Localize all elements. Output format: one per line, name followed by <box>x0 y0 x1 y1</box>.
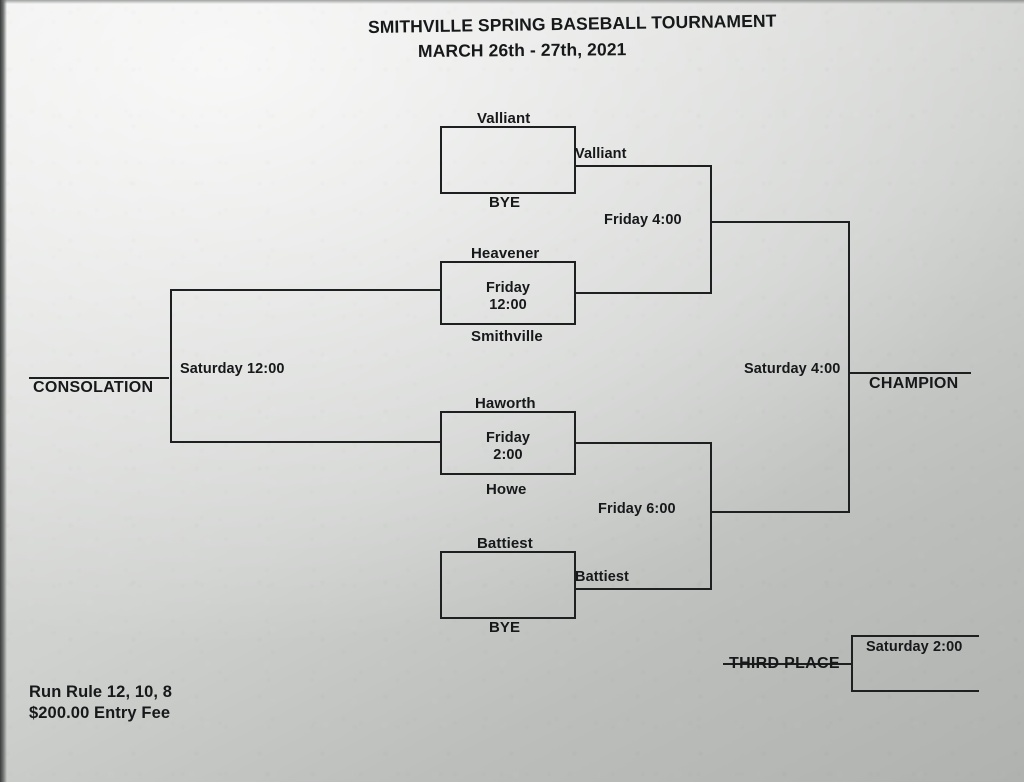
consolation-line <box>29 377 169 379</box>
semifinal-upper-bottom-feed <box>576 292 712 294</box>
semifinal-upper-connector <box>710 165 712 294</box>
semifinal-upper-top-feed <box>576 165 712 167</box>
third-place-top-line <box>851 635 979 637</box>
third-place-bottom-line <box>851 690 979 692</box>
third-place-feed <box>723 663 852 665</box>
consolation-top-feed <box>170 289 441 291</box>
consolation-time: Saturday 12:00 <box>180 361 285 377</box>
photo-edge-top <box>0 0 1024 4</box>
game-2-time-clock: 12:00 <box>489 297 527 313</box>
consolation-connector <box>170 289 172 443</box>
game-4-top-team: Battiest <box>477 535 533 552</box>
game-3-time-day: Friday <box>485 430 531 446</box>
champion-line <box>849 372 971 374</box>
game-3-bottom-team: Howe <box>486 481 527 498</box>
game-4-bottom-team: BYE <box>489 619 521 636</box>
semifinal-lower-bottom-feed <box>576 588 712 590</box>
semifinal-lower-connector <box>710 442 712 590</box>
championship-connector <box>848 221 850 513</box>
game-1-box[interactable] <box>440 126 576 194</box>
run-rule-note: Run Rule 12, 10, 8 <box>29 683 173 701</box>
photo-edge-left <box>0 0 7 782</box>
game-1-top-team: Valliant <box>477 110 531 127</box>
game-3-box[interactable] <box>440 411 576 475</box>
champion-label: CHAMPION <box>869 375 959 392</box>
championship-top-feed <box>711 221 850 223</box>
entry-fee-note: $200.00 Entry Fee <box>29 704 171 722</box>
championship-time: Saturday 4:00 <box>744 361 841 377</box>
game-1-bottom-team: BYE <box>489 194 521 211</box>
game-3-time-clock: 2:00 <box>493 447 523 463</box>
consolation-bottom-feed <box>170 441 441 443</box>
third-place-connector <box>851 635 853 692</box>
game-3-top-team: Haworth <box>475 395 536 412</box>
semifinal-lower-top-feed <box>576 442 712 444</box>
game-2-time-day: Friday <box>485 280 531 296</box>
third-place-time: Saturday 2:00 <box>866 639 963 655</box>
championship-bottom-feed <box>711 511 850 513</box>
third-place-label: THIRD PLACE <box>729 655 840 672</box>
semifinal-lower-bottom-slot: Battiest <box>575 569 629 585</box>
semifinal-upper-time: Friday 4:00 <box>604 212 682 228</box>
semifinal-lower-time: Friday 6:00 <box>598 501 676 517</box>
consolation-label: CONSOLATION <box>33 379 154 396</box>
game-2-top-team: Heavener <box>471 245 540 262</box>
semifinal-upper-top-slot: Valliant <box>575 146 627 162</box>
game-2-bottom-team: Smithville <box>471 328 543 345</box>
game-2-box[interactable] <box>440 261 576 325</box>
game-4-box[interactable] <box>440 551 576 619</box>
